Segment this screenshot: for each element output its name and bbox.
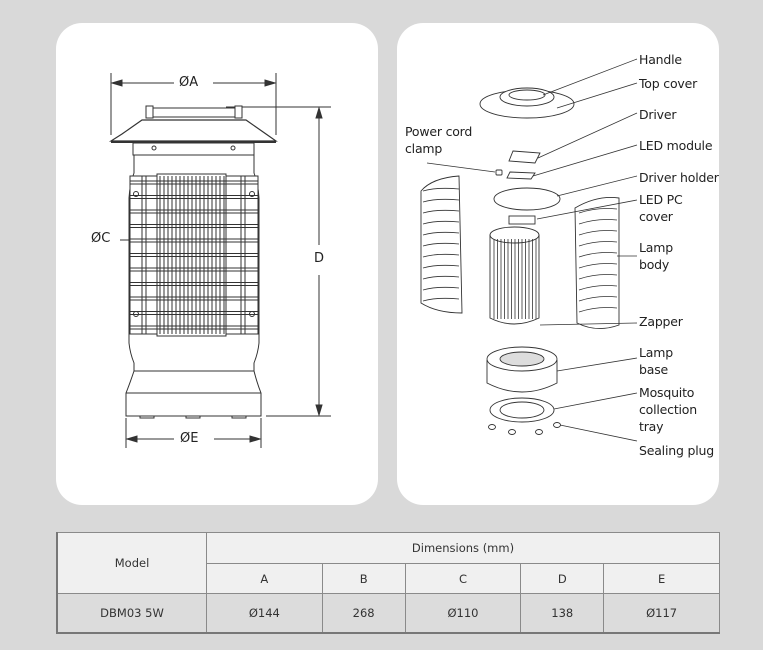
lamp-body-rib (578, 219, 618, 225)
zapper (489, 235, 540, 325)
column-header-c: C (404, 563, 522, 594)
leader-sealing-plug (559, 424, 638, 442)
lamp-body-rib (578, 230, 618, 236)
part-label-top-cover: Top cover (639, 76, 698, 91)
handle-part (508, 89, 546, 101)
part-label-sealing-plug: Sealing plug (639, 443, 714, 458)
value-cell-e: Ø117 (603, 593, 720, 634)
lamp-body-rib (578, 274, 618, 280)
leader-lamp-base (556, 357, 638, 372)
handle-bar (152, 107, 236, 118)
part-label-led-module: LED module (639, 138, 713, 153)
model-cell: DBM03 5W (56, 593, 207, 634)
table-row: DBM03 5W Ø144 268 Ø110 138 Ø117 (56, 593, 720, 634)
part-label-driver: Driver (639, 107, 677, 122)
part-label-zapper: Zapper (639, 314, 683, 329)
lamp-body-rib (422, 242, 460, 247)
dim-e-arrow-left (125, 435, 138, 443)
part-label-handle: Handle (639, 52, 682, 67)
lamp-body-rib (422, 264, 460, 269)
column-header-d: D (520, 563, 605, 594)
column-header-a: A (206, 563, 323, 594)
sealing-plug (508, 429, 516, 435)
dim-a-arrow-left (110, 79, 123, 87)
lamp-body-rib (422, 231, 460, 236)
leader-handle (542, 58, 638, 96)
column-header-e: E (603, 563, 720, 594)
leader-zapper (539, 322, 638, 326)
sealing-plug (488, 424, 496, 430)
dim-a-arrow-right (264, 79, 277, 87)
lamp-body-rib (422, 187, 460, 192)
lamp-body-rib (578, 208, 618, 214)
lamp-body-rib (578, 263, 618, 269)
lamp-body-half-right (574, 197, 620, 329)
dim-e-arrow-right (249, 435, 262, 443)
lamp-body-rib (422, 209, 460, 214)
leader-driver (537, 112, 638, 159)
leader-led-pc-cover (536, 199, 638, 220)
value-cell-c: Ø110 (404, 593, 522, 634)
value-cell-a: Ø144 (206, 593, 323, 634)
lamp-body-half-left (420, 175, 463, 314)
foot (185, 415, 201, 419)
dim-d-arrow-bottom (315, 404, 323, 417)
foot (231, 415, 247, 419)
model-header: Model (56, 532, 207, 594)
lamp-body-rib (422, 198, 460, 203)
leader-top-cover (556, 82, 638, 109)
handle-hinge-right (234, 105, 243, 119)
handle-hinge-left (145, 105, 154, 119)
screw (151, 145, 157, 151)
lamp-body-rib (422, 220, 460, 225)
part-label-power-cord-clamp: Power cord clamp (405, 124, 473, 156)
value-cell-d: 138 (520, 593, 605, 634)
part-label-lamp-base: Lamp base (639, 345, 673, 377)
led-module (506, 171, 536, 180)
value-cell-b: 268 (321, 593, 406, 634)
part-label-driver-holder: Driver holder (639, 170, 719, 185)
screw (230, 145, 236, 151)
lamp-body-rib (578, 285, 618, 291)
dimension-drawing-panel: ØA ØC D ØE (56, 23, 378, 505)
lamp-body-rib (578, 252, 618, 258)
part-label-led-pc-cover: LED PC cover (639, 192, 683, 224)
lamp-body-rib (578, 307, 618, 313)
leader-led-module (532, 144, 638, 177)
leader-driver-holder (556, 175, 638, 197)
driver-board (508, 150, 541, 164)
foot (139, 415, 155, 419)
part-label-mosquito-collection-tray: Mosquito collection tray (639, 385, 697, 434)
lamp-body-rib (422, 297, 460, 302)
dim-label-d: D (311, 251, 328, 266)
dimensions-table: Model Dimensions (mm) A B C D E DBM03 5W… (56, 532, 720, 634)
leader-power-cord-clamp (426, 162, 496, 173)
driver-holder (493, 187, 561, 211)
power-cord-clamp (495, 169, 503, 176)
lamp-body-rib (578, 296, 618, 302)
led-pc-cover (508, 215, 536, 225)
sealing-plug (535, 429, 543, 435)
lamp-body-rib (578, 241, 618, 247)
leader-tray (553, 392, 638, 410)
part-label-lamp-body: Lamp body (639, 240, 673, 272)
dim-label-c: ØC (91, 231, 111, 246)
exploded-view-panel: Handle Top cover Driver LED module Drive… (397, 23, 719, 505)
lamp-front-view-drawing (108, 73, 331, 448)
lamp-body-rib (422, 253, 460, 258)
exploded-view-drawing (420, 58, 638, 442)
sealing-plug (553, 422, 561, 428)
dim-label-a: ØA (176, 75, 202, 90)
dimensions-group-header: Dimensions (mm) (206, 532, 720, 564)
top-collar (132, 142, 255, 156)
lamp-body-rib (422, 286, 460, 291)
dim-label-e: ØE (177, 431, 202, 446)
lamp-body-rib (422, 275, 460, 280)
top-cover-roof (108, 119, 278, 142)
column-header-b: B (321, 563, 406, 594)
dim-d-arrow-top (315, 106, 323, 119)
